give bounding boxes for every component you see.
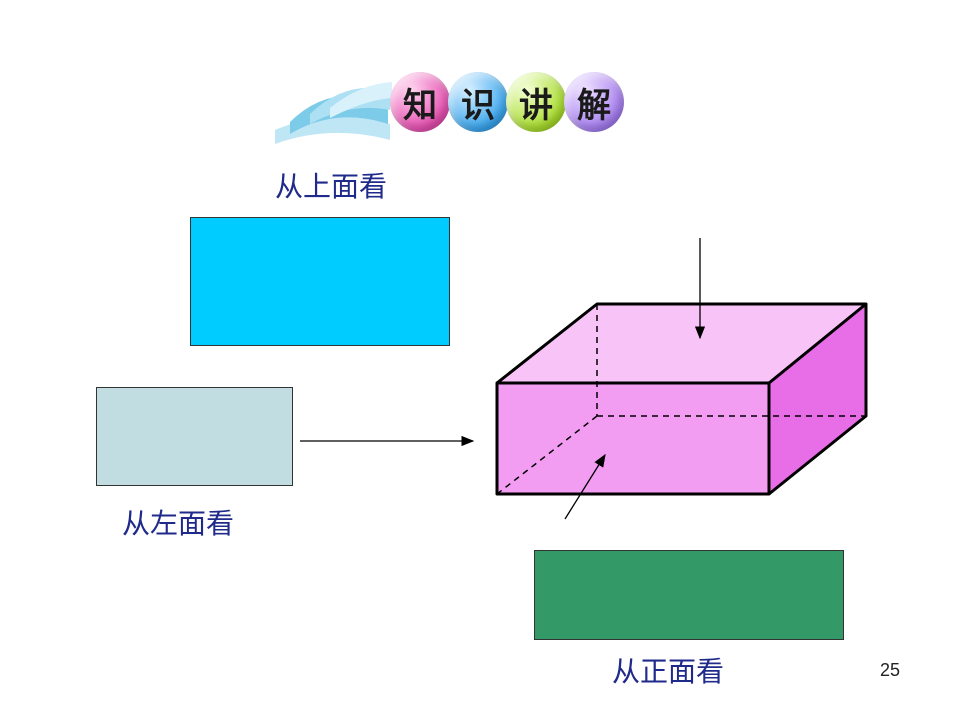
page-number: 25 [880,660,901,680]
top-view-rectangle [190,217,450,346]
cuboid-top-face [497,304,866,383]
left-view-label: 从左面看 [122,507,235,540]
front-view-arrow [564,453,606,520]
left-view-rectangle [96,387,293,486]
title-char-3: 讲 [506,72,566,132]
section-banner: 知 识 讲 解 [270,62,650,152]
open-book-icon [275,82,392,144]
title-char-1: 知 [390,72,450,132]
visible-edges [495,302,868,496]
front-view-rectangle [534,550,844,640]
title-char-2: 识 [448,72,508,132]
cuboid-side-face [769,304,866,494]
cuboid-front-face [497,383,769,494]
title-char-4: 解 [564,72,624,132]
front-view-label: 从正面看 [612,655,725,688]
top-view-label: 从上面看 [275,170,388,203]
